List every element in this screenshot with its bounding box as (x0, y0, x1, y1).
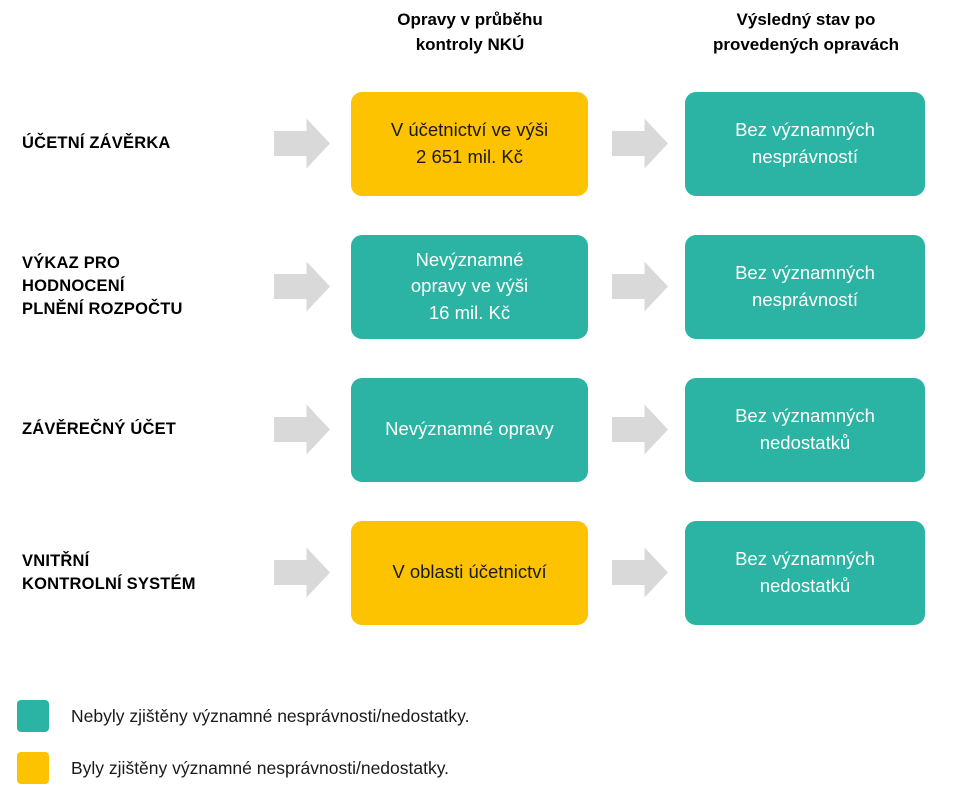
diagram-row: ÚČETNÍ ZÁVĚRKA V účetnictví ve výši 2 65… (0, 72, 953, 215)
row-1-middle-box: Nevýznamné opravy ve výši 16 mil. Kč (351, 234, 588, 339)
legend-swatch-teal (17, 700, 49, 732)
row-0-result-text: Bez významných nesprávností (735, 119, 875, 167)
row-2-middle-text: Nevýznamné opravy (385, 418, 554, 440)
column-header-corrections: Opravy v průběhu kontroly NKÚ (397, 10, 543, 54)
row-3-result-text: Bez významných nedostatků (735, 548, 875, 596)
arrow-right-icon (612, 118, 668, 169)
arrow-right-icon (612, 547, 668, 598)
row-1-result-text: Bez významných nesprávností (735, 262, 875, 310)
row-3-middle-box: V oblasti účetnictví (351, 520, 588, 625)
row-label-zaverecny-ucet: ZÁVĚREČNÝ ÚČET (22, 420, 177, 439)
row-0-result-box: Bez významných nesprávností (685, 91, 925, 196)
column-header-result: Výsledný stav po provedených opravách (712, 10, 900, 54)
arrow-right-icon (274, 404, 330, 455)
row-1-middle-text: Nevýznamné opravy ve výši 16 mil. Kč (410, 249, 529, 323)
diagram-rows: ÚČETNÍ ZÁVĚRKA V účetnictví ve výši 2 65… (0, 72, 953, 644)
arrow-right-icon (612, 404, 668, 455)
row-0-middle-box: V účetnictví ve výši 2 651 mil. Kč (351, 91, 588, 196)
legend-item-no-findings: Nebyly zjištěny významné nesprávnosti/ne… (0, 690, 953, 742)
legend-label-no-findings: Nebyly zjištěny významné nesprávnosti/ne… (71, 705, 470, 726)
row-2-middle-box: Nevýznamné opravy (351, 377, 588, 482)
diagram-row: VÝKAZ PRO HODNOCENÍ PLNĚNÍ ROZPOČTU Nevý… (0, 215, 953, 358)
diagram-row: VNITŘNÍ KONTROLNÍ SYSTÉM V oblasti účetn… (0, 501, 953, 644)
row-0-middle-text: V účetnictví ve výši 2 651 mil. Kč (390, 119, 549, 167)
legend-item-findings: Byly zjištěny významné nesprávnosti/nedo… (0, 742, 953, 794)
row-label-ucetni-zaverka: ÚČETNÍ ZÁVĚRKA (22, 134, 171, 153)
row-label-vnitrni-kontrolni-system: VNITŘNÍ KONTROLNÍ SYSTÉM (22, 551, 196, 593)
arrow-right-icon (612, 261, 668, 312)
row-3-middle-text: V oblasti účetnictví (392, 561, 547, 583)
legend-label-findings: Byly zjištěny významné nesprávnosti/nedo… (71, 757, 450, 778)
row-1-result-box: Bez významných nesprávností (685, 234, 925, 339)
arrow-right-icon (274, 261, 330, 312)
row-2-result-box: Bez významných nedostatků (685, 377, 925, 482)
legend: Nebyly zjištěny významné nesprávnosti/ne… (0, 690, 953, 794)
diagram-row: ZÁVĚREČNÝ ÚČET Nevýznamné opravy Bez výz… (0, 358, 953, 501)
row-label-vykaz-pro-hodnoceni-plneni-rozpoctu: VÝKAZ PRO HODNOCENÍ PLNĚNÍ ROZPOČTU (22, 254, 183, 318)
column-headers: Opravy v průběhu kontroly NKÚ Výsledný s… (0, 0, 953, 72)
arrow-right-icon (274, 547, 330, 598)
row-3-result-box: Bez významných nedostatků (685, 520, 925, 625)
legend-swatch-yellow (17, 752, 49, 784)
row-2-result-text: Bez významných nedostatků (735, 405, 875, 453)
arrow-right-icon (274, 118, 330, 169)
